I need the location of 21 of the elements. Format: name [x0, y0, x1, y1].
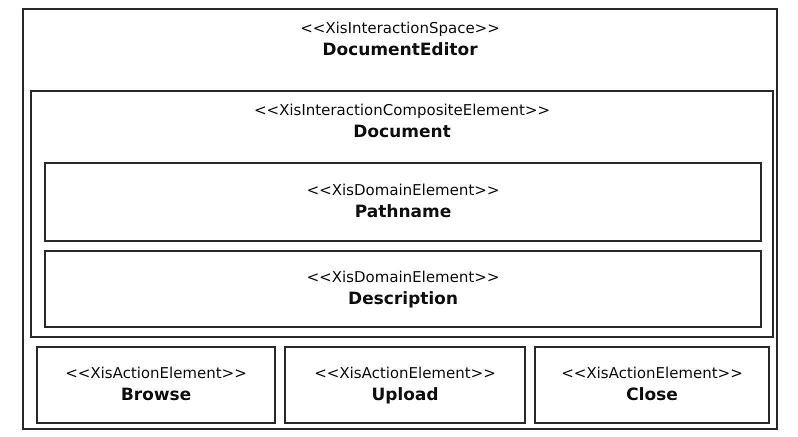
- stereotype-label: <<XisDomainElement>>: [306, 180, 500, 200]
- element-name: DocumentEditor: [322, 39, 478, 62]
- stereotype-label: <<XisInteractionCompositeElement>>: [254, 100, 550, 120]
- element-name: Upload: [371, 384, 439, 407]
- interaction-space-frame: [22, 8, 778, 430]
- domain-element-box: [44, 250, 762, 328]
- element-name: Description: [348, 288, 458, 311]
- element-name: Pathname: [354, 201, 452, 224]
- element-name: Close: [626, 384, 678, 407]
- stereotype-label: <<XisActionElement>>: [65, 363, 247, 383]
- stereotype-label: <<XisInteractionSpace>>: [300, 18, 500, 38]
- stereotype-label: <<XisDomainElement>>: [306, 267, 500, 287]
- stereotype-label: <<XisActionElement>>: [314, 363, 496, 383]
- stereotype-label: <<XisActionElement>>: [561, 363, 743, 383]
- element-name: Document: [353, 121, 451, 144]
- domain-element-box: [44, 162, 762, 242]
- action-element-box: [284, 346, 526, 424]
- composite-element-frame: [30, 90, 774, 338]
- action-element-box: [534, 346, 770, 424]
- element-name: Browse: [120, 384, 192, 407]
- action-element-box: [36, 346, 276, 424]
